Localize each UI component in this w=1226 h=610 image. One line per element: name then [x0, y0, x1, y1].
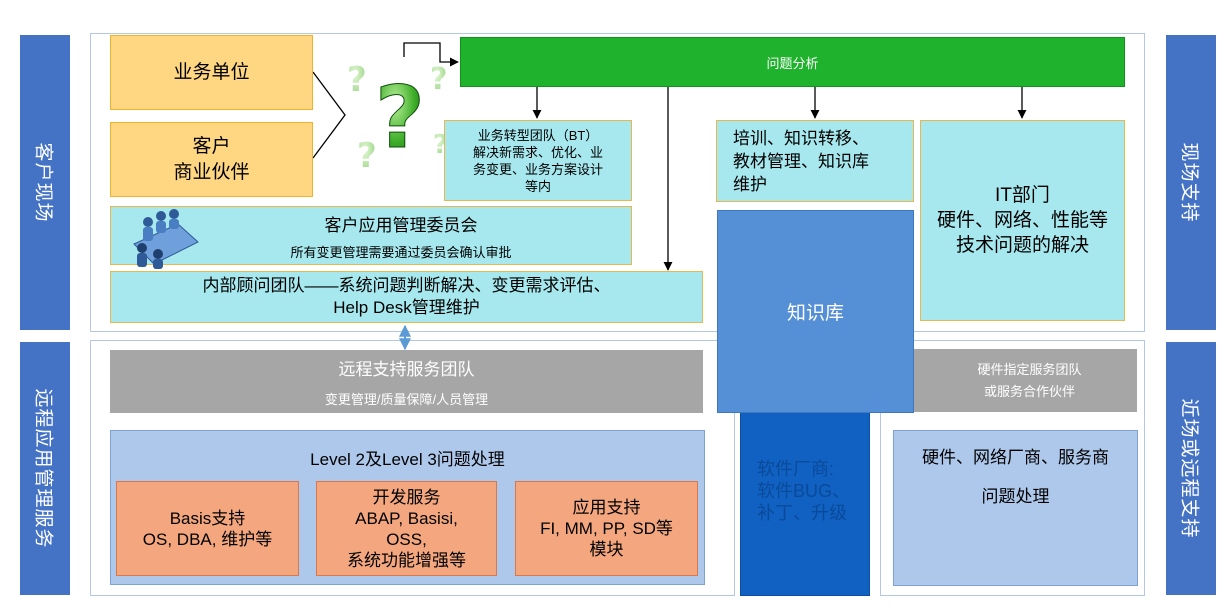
svg-text:?: ?: [357, 136, 377, 176]
question-marks-icon: ? ? ? ? ?: [345, 55, 460, 185]
knowledge-base-label: 知识库: [786, 303, 844, 324]
problem-analysis-label: 问题分析: [766, 55, 819, 71]
hardware-vendor-box: 硬件、网络厂商、服务商 问题处理: [893, 430, 1138, 586]
business-unit-box: 业务单位: [110, 35, 313, 110]
svg-text:?: ?: [375, 68, 425, 168]
it-department-box: IT部门 硬件、网络、性能等 技术问题的解决: [920, 120, 1125, 321]
side-label-customer-site: 客户现场: [20, 35, 70, 330]
hardware-team-box: 硬件指定服务团队 或服务合作伙伴: [914, 349, 1137, 412]
svg-text:?: ?: [347, 60, 367, 100]
committee-subtitle: 所有变更管理需要通过委员会确认审批: [290, 244, 512, 260]
committee-box: 客户应用管理委员会 所有变更管理需要通过委员会确认审批: [110, 206, 632, 265]
remote-team-box: 远程支持服务团队 变更管理/质量保障/人员管理: [110, 350, 703, 413]
problem-analysis-bar: 问题分析: [460, 37, 1125, 87]
training-box: 培训、知识转移、 教材管理、知识库 维护: [716, 120, 914, 202]
committee-title: 客户应用管理委员会: [324, 215, 478, 235]
level-box-title: Level 2及Level 3问题处理: [310, 450, 505, 469]
basis-box: Basis支持 OS, DBA, 维护等: [116, 481, 299, 576]
knowledge-base-box: 知识库: [717, 210, 914, 413]
remote-team-subtitle: 变更管理/质量保障/人员管理: [324, 392, 489, 407]
customer-label: 客户: [192, 135, 231, 157]
dev-services-box: 开发服务 ABAP, Basisi, OSS, 系统功能增强等: [316, 481, 497, 576]
internal-team-box: 内部顾问团队——系统问题判断解决、变更需求评估、 Help Desk管理维护: [110, 271, 703, 323]
side-label-near-remote-support: 近场或远程支持: [1166, 342, 1216, 595]
business-unit-label: 业务单位: [173, 61, 250, 83]
customer-box: 客户 商业伙伴: [110, 122, 313, 197]
side-label-remote-service: 远程应用管理服务: [20, 342, 70, 595]
software-vendor-box: 软件厂商: 软件BUG、 补丁、升级: [740, 412, 870, 596]
remote-team-title: 远程支持服务团队: [338, 360, 475, 379]
partner-label: 商业伙伴: [173, 161, 250, 183]
side-label-onsite-support: 现场支持: [1166, 35, 1216, 330]
bt-team-box: 业务转型团队（BT） 解决新需求、优化、业 务变更、业务方案设计 等内: [444, 120, 632, 201]
svg-text:?: ?: [430, 62, 447, 97]
meeting-icon: [128, 208, 200, 270]
app-support-box: 应用支持 FI, MM, PP, SD等 模块: [515, 481, 698, 576]
